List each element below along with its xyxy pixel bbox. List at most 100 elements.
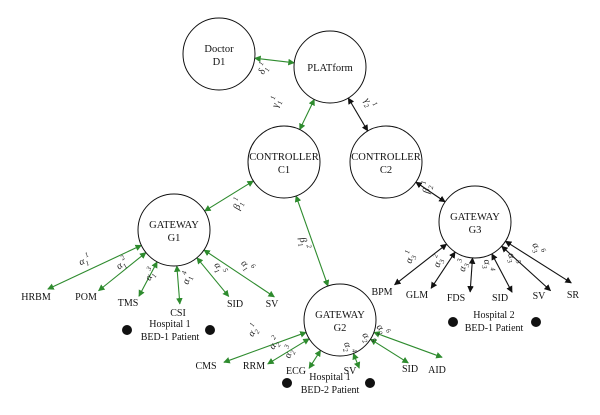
sensor-g2-sid: SID	[402, 364, 418, 375]
patient-bed: BED-1 Patient	[141, 332, 200, 343]
gateway-g1-node-circle	[137, 193, 211, 267]
controller-c2-node-id: C2	[380, 165, 392, 176]
sensor-g1-hrbm: HRBM	[21, 292, 51, 303]
controller-c1-node-circle	[247, 125, 321, 199]
label-alpha-g3-2: α32	[429, 253, 448, 269]
platform-node-circle	[293, 30, 367, 104]
gateway-g3-node: GATEWAY G3	[438, 185, 512, 259]
label-alpha-g3-4: α34	[479, 258, 497, 273]
label-alpha-g1-3: α13	[140, 265, 160, 284]
patient-bed: BED-1 Patient	[465, 323, 524, 334]
sensor-g2-ecg: ECG	[286, 366, 306, 377]
sensor-g3-bpm: BPM	[371, 287, 392, 298]
patient-dot-icon	[448, 317, 458, 327]
label-alpha-g1-5: α15	[210, 259, 230, 278]
sensor-g3-glm: GLM	[406, 290, 428, 301]
label-alpha-g2-2: α22	[264, 333, 284, 353]
edge-platform-c2	[347, 97, 369, 132]
edge-g2-sensor-6	[373, 331, 443, 359]
edge-g2-sensor-3	[308, 349, 322, 369]
controller-c1-node-id: C1	[278, 165, 290, 176]
sensor-g2-sv: SV	[344, 366, 358, 377]
edge-doctor-platform	[254, 55, 295, 66]
patient-p2: Hospital 1 BED-2 Patient	[282, 372, 375, 396]
patient-dot-icon	[122, 325, 132, 335]
controller-c1-node: CONTROLLER C1	[247, 125, 321, 199]
label-alpha-g3-3: α33	[454, 258, 472, 273]
edge-c2-g3	[415, 181, 446, 203]
edge-g2-sensor-2	[267, 338, 310, 365]
platform-node-label: PLATform	[307, 63, 353, 74]
controller-c2-node-label: CONTROLLER	[351, 152, 420, 163]
sensor-g3-sv: SV	[533, 291, 547, 302]
sensor-g3-sr: SR	[567, 290, 580, 301]
edge-g3-sensor-1	[394, 243, 448, 286]
sensor-g2-cms: CMS	[195, 361, 216, 372]
edge-g1-sensor-2	[98, 252, 147, 292]
gateway-g1-node: GATEWAY G1	[137, 193, 211, 267]
gateway-g2-node: GATEWAY G2	[303, 283, 377, 357]
edge-g3-sensor-3	[467, 257, 476, 293]
controller-c2-node: CONTROLLER C2	[349, 125, 423, 199]
gateway-g2-node-label: GATEWAY	[315, 310, 365, 321]
label-alpha-g3-1: α31	[401, 249, 420, 265]
patient-dot-icon	[531, 317, 541, 327]
edge-platform-c1	[299, 98, 315, 131]
label-alpha-g3-5: α35	[503, 250, 522, 267]
platform-node: PLATform	[293, 30, 367, 104]
sensor-g1-tms: TMS	[118, 298, 139, 309]
gateway-g2-node-id: G2	[334, 323, 347, 334]
label-delta-1-1: δ11	[254, 60, 273, 77]
sensor-g3-fds: FDS	[447, 293, 465, 304]
gateway-g3-node-circle	[438, 185, 512, 259]
patient-hospital: Hospital 2	[473, 310, 514, 321]
sensor-g1-sid: SID	[227, 299, 243, 310]
edge-g2-sensor-4	[352, 352, 361, 369]
sensor-g2-rrm: RRM	[243, 361, 265, 372]
patient-dot-icon	[365, 378, 375, 388]
edge-g1-sensor-3	[138, 261, 158, 297]
label-beta-1-1: β11	[228, 196, 247, 213]
label-alpha-g1-6: α16	[237, 256, 257, 276]
label-alpha-g1-1: α11	[76, 251, 93, 270]
patient-hospital: Hospital 1	[149, 319, 190, 330]
label-gamma-2-1: γ21	[360, 94, 379, 112]
label-alpha-g2-3: α23	[280, 343, 299, 360]
sensor-g1-pom: POM	[75, 292, 97, 303]
label-gamma-1-1: γ11	[267, 95, 285, 109]
edge-c1-g1	[204, 180, 254, 212]
gateway-g1-node-label: GATEWAY	[149, 220, 199, 231]
sensor-g3-sid: SID	[492, 293, 508, 304]
gateway-g3-node-id: G3	[469, 225, 482, 236]
edge-c1-g2	[294, 195, 330, 287]
sensor-g1-csi: CSI	[170, 308, 186, 319]
patient-p1: Hospital 1 BED-1 Patient	[122, 319, 215, 343]
patient-hospital: Hospital 1	[309, 372, 350, 383]
patient-dot-icon	[205, 325, 215, 335]
edge-g1-sensor-6	[203, 249, 275, 298]
edge-g1-sensor-4	[174, 265, 183, 305]
gateway-g3-node-label: GATEWAY	[450, 212, 500, 223]
sensor-g2-aid: AID	[428, 365, 446, 376]
patient-dot-icon	[282, 378, 292, 388]
controller-c2-node-circle	[349, 125, 423, 199]
gateway-g1-node-id: G1	[168, 233, 181, 244]
patient-bed: BED-2 Patient	[301, 385, 360, 396]
edges-layer	[47, 55, 572, 369]
edge-g3-sensor-2	[430, 251, 456, 289]
doctor-node-id: D1	[213, 57, 226, 68]
label-alpha-g2-1: α21	[243, 321, 263, 340]
edge-g2-sensor-1	[223, 331, 307, 364]
patient-p3: Hospital 2 BED-1 Patient	[448, 310, 541, 334]
label-alpha-g1-4: α14	[178, 270, 197, 286]
doctor-node-label: Doctor	[204, 44, 234, 55]
controller-c1-node-label: CONTROLLER	[249, 152, 318, 163]
gateway-g2-node-circle	[303, 283, 377, 357]
edge-g3-sensor-6	[504, 240, 572, 284]
sensor-g1-sv: SV	[266, 299, 280, 310]
doctor-node-circle	[182, 17, 256, 91]
